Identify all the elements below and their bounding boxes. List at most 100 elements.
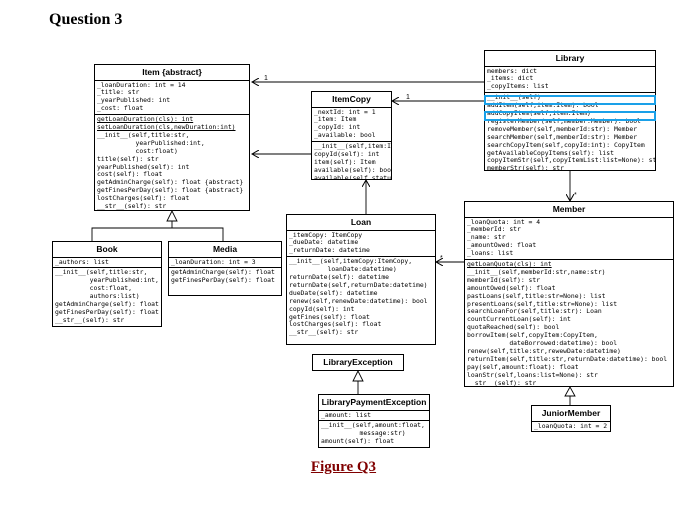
member-line: available(self): bool: [314, 165, 392, 174]
member-line: __str__(self): str: [289, 328, 359, 337]
member-line: __init__(self,item:Item): [314, 142, 391, 151]
member-line: members: dict: [487, 66, 538, 75]
member-line: amountOwed(self): float: [467, 283, 556, 292]
member-line: __init__(self): [487, 93, 541, 102]
member-line: addCopyItem(self,item:Item): [487, 109, 591, 118]
class-name: Book: [53, 242, 161, 258]
member-line: _name: str: [467, 233, 506, 242]
member-line: getAdminCharge(self): float {abstract}: [97, 178, 244, 187]
member-line: _loanDuration: int = 3: [171, 257, 256, 266]
member-line: _copyItems: list: [487, 82, 549, 91]
member-line: getLoanDuration(cls): int: [97, 115, 194, 124]
member-line: _returnDate: datetime: [289, 246, 370, 255]
attributes: _nextId: int = 1_item: Item_copyId: int_…: [312, 108, 391, 143]
multiplicity-label: *: [440, 255, 443, 262]
attributes: _loanDuration: int = 14_title: str_yearP…: [95, 81, 249, 116]
multiplicity-label: *: [574, 192, 577, 199]
loan-class: Loan _itemCopy: ItemCopy_dueDate: dateti…: [286, 214, 436, 345]
member-inheritance-arrow: [564, 386, 576, 397]
member-line: _items: dict: [487, 74, 534, 83]
member-line: __init__(self,amount:float,: [321, 421, 425, 430]
item-class: Item {abstract} _loanDuration: int = 14_…: [94, 64, 250, 211]
member-line: __str__(self): str: [467, 378, 537, 387]
member-line: getFines(self): float: [289, 312, 370, 321]
member-line: __init__(self,memberId:str,name:str): [467, 267, 606, 276]
member-line: lostCharges(self): float: [289, 320, 382, 329]
member-line: presentLoans(self,title:str=None): list: [467, 299, 618, 308]
member-line: returnDate(self): datetime: [289, 273, 390, 282]
member-line: _itemCopy: ItemCopy: [289, 230, 363, 239]
attributes: _authors: list: [53, 258, 161, 269]
book-inheritance-line: [91, 221, 173, 241]
member-line: getAdminCharge(self): float: [55, 300, 159, 309]
member-line: searchCopyItem(self,copyId:int): CopyIte…: [487, 140, 645, 149]
class-name: LibraryPaymentException: [319, 395, 429, 411]
library-class: Library members: dict_items: dict_copyIt…: [484, 50, 656, 171]
attributes: _loanDuration: int = 3: [169, 258, 281, 269]
member-line: copyId(self): int: [289, 304, 355, 313]
member-line: _cost: float: [97, 104, 144, 113]
member-line: available(self,status:bool): [314, 173, 391, 180]
attributes: _amount: list: [319, 411, 429, 422]
member-line: cost:float,: [55, 284, 132, 293]
methods: __init__(self,amount:float, message:str)…: [319, 421, 429, 447]
member-line: removeMember(self,memberId:str): Member: [487, 124, 638, 133]
member-line: __str__(self): str: [97, 202, 167, 211]
member-line: getFinesPerDay(self): float {abstract}: [97, 186, 244, 195]
member-line: __init__(self,itemCopy:ItemCopy,: [289, 257, 413, 266]
member-line: copyId(self): int: [314, 150, 380, 159]
libexc-inheritance-arrow: [352, 369, 364, 382]
class-name: LibraryException: [323, 357, 393, 367]
class-name: Loan: [287, 215, 435, 231]
class-name: Library: [485, 51, 655, 67]
member-line: cost:float): [97, 146, 178, 155]
member-line: getAvailableCopyItems(self): list: [487, 148, 614, 157]
member-line: lostCharges(self): float: [97, 194, 190, 203]
member-line: copyItemStr(self,copyItemList:list=None)…: [487, 156, 656, 165]
member-line: _item: Item: [314, 115, 357, 124]
member-line: title(self): str: [97, 154, 159, 163]
juniormember-class: JuniorMember _loanQuota: int = 2: [531, 405, 611, 432]
member-line: _memberId: str: [467, 225, 521, 234]
member-line: searchLoanFor(self,title:str): Loan: [467, 307, 602, 316]
member-line: _amountOwed: float: [467, 241, 537, 250]
member-line: searchMember(self,memberId:str): Member: [487, 132, 638, 141]
member-line: renew(self,renewDate:datetime): bool: [289, 296, 428, 305]
member-line: pastLoans(self,title:str=None): list: [467, 291, 606, 300]
member-line: _dueDate: datetime: [289, 238, 359, 247]
member-line: _loanDuration: int = 14: [97, 80, 186, 89]
member-line: getAdminCharge(self): float: [171, 268, 275, 277]
member-line: addItem(self,item:Item): bool: [487, 101, 599, 110]
member-line: returnDate(self,returnDate:datetime): [289, 280, 428, 289]
member-line: borrowItem(self,copyItem:CopyItem,: [467, 331, 598, 340]
member-line: _available: bool: [314, 131, 376, 140]
member-line: loanDate:datetime): [289, 265, 397, 274]
member-class: Member _loanQuota: int = 4_memberId: str…: [464, 201, 674, 387]
member-line: getFinesPerDay(self): float: [55, 307, 159, 316]
methods: __init__(self)addItem(self,item:Item): b…: [485, 93, 656, 170]
member-line: pay(self,amount:float): float: [467, 362, 579, 371]
member-line: _authors: list: [55, 257, 109, 266]
attributes: _loanQuota: int = 4_memberId: str_name: …: [465, 218, 673, 261]
attributes: members: dict_items: dict_copyItems: lis…: [485, 67, 655, 94]
member-line: _loans: list: [467, 249, 514, 258]
methods: getLoanQuota(cls): int__init__(self,memb…: [465, 260, 673, 387]
member-line: _amount: list: [321, 410, 372, 419]
member-line: loanStr(self,loans:list=None): str: [467, 370, 598, 379]
member-line: countCurrentLoan(self): int: [467, 315, 571, 324]
libraryexception-class: LibraryException: [312, 354, 404, 371]
itemcopy-class: ItemCopy _nextId: int = 1_item: Item_cop…: [311, 91, 392, 180]
methods: __init__(self,item:Item)copyId(self): in…: [312, 142, 392, 180]
member-line: __init__(self,title:str,: [97, 130, 190, 139]
member-line: _yearPublished: int: [97, 96, 171, 105]
attributes: _loanQuota: int = 2: [532, 422, 610, 432]
item-inheritance-arrow: [166, 209, 178, 222]
figure-caption: Figure Q3: [310, 459, 377, 475]
member-line: message:str): [321, 429, 406, 438]
methods: __init__(self,title:str, yearPublished:i…: [53, 268, 161, 325]
multiplicity-label: 1: [264, 75, 268, 82]
class-name: Item {abstract}: [95, 65, 249, 81]
methods: __init__(self,itemCopy:ItemCopy, loanDat…: [287, 257, 435, 338]
